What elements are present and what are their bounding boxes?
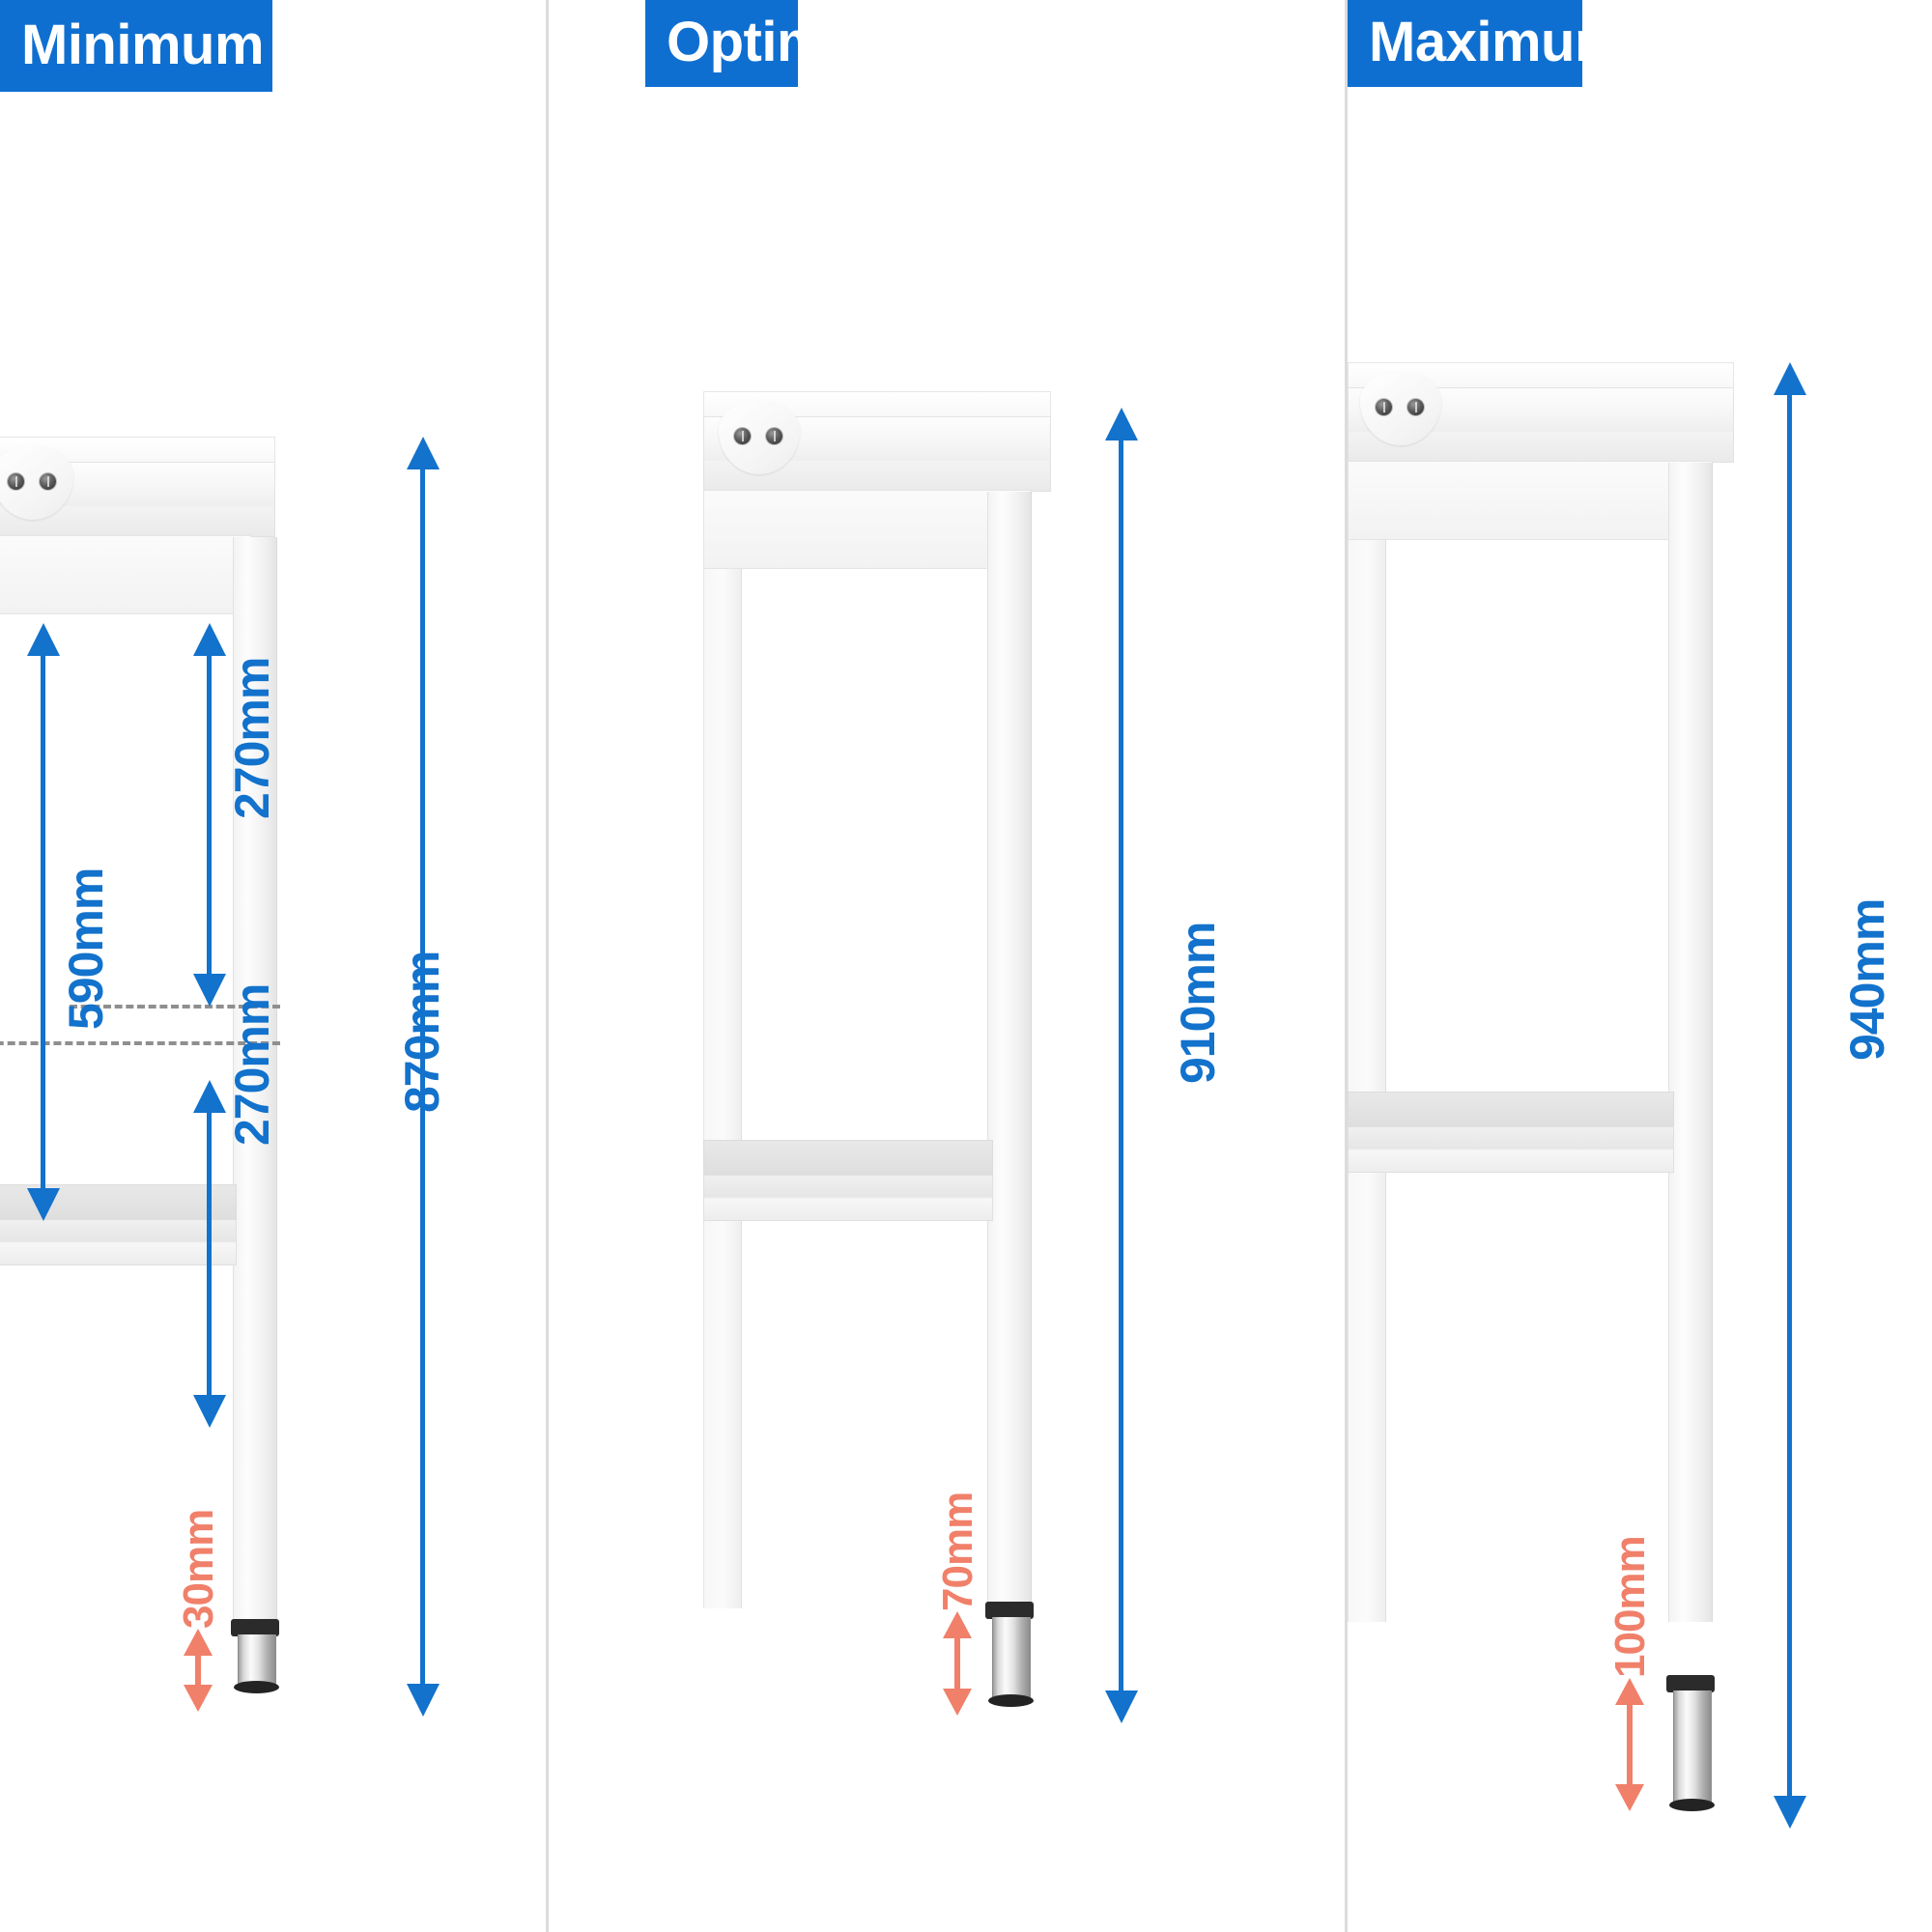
badge-minimum: Minimum <box>0 0 272 92</box>
dimension-label-940: 940mm <box>1840 898 1894 1061</box>
arrow-up-icon <box>943 1611 972 1638</box>
arrow-down-icon <box>1615 1784 1644 1811</box>
screw-head-icon <box>766 428 782 444</box>
dimension-label-870: 870mm <box>395 951 449 1113</box>
foot-base-pad <box>1669 1799 1715 1811</box>
panel-divider-1 <box>546 0 549 1932</box>
adjustable-foot-tube <box>238 1634 276 1687</box>
screw-head-icon <box>1407 399 1424 415</box>
panel-divider-2 <box>1345 0 1348 1932</box>
screw-head-icon <box>40 473 56 490</box>
badge-maximum: Maximum <box>1348 0 1625 87</box>
arrow-down-icon <box>27 1188 60 1221</box>
screw-head-icon <box>8 473 24 490</box>
arrow-down-icon <box>193 1395 226 1428</box>
table-leg-back <box>703 569 742 1608</box>
arrow-down-icon <box>184 1685 213 1712</box>
arrow-down-icon <box>407 1684 440 1717</box>
screw-head-icon <box>734 428 751 444</box>
dimension-label-910: 910mm <box>1171 922 1225 1084</box>
dimension-label-270-upper: 270mm <box>225 657 279 819</box>
arrow-down-icon <box>1774 1796 1806 1829</box>
dimension-line-870 <box>420 467 425 1689</box>
arrow-down-icon <box>943 1689 972 1716</box>
table-leg-front <box>233 537 277 1625</box>
dimension-line-100 <box>1627 1703 1633 1786</box>
badge-optimal-label: Optimal <box>667 11 872 73</box>
arrow-up-icon <box>193 623 226 656</box>
dimension-line-590 <box>41 653 45 1192</box>
lower-cross-brace <box>1348 1126 1674 1173</box>
adjustable-foot-tube <box>992 1617 1031 1700</box>
table-apron <box>1348 461 1713 540</box>
badge-minimum-label: Minimum <box>21 13 265 76</box>
lower-shelf-top <box>1348 1092 1674 1128</box>
arrow-up-icon <box>1774 362 1806 395</box>
table-apron <box>0 535 251 614</box>
foot-base-pad <box>234 1681 279 1693</box>
table-leg-front <box>987 492 1032 1608</box>
table-leg-front <box>1668 463 1713 1622</box>
dimension-label-30: 30mm <box>175 1509 222 1629</box>
reference-line-upper <box>70 1005 280 1009</box>
arrow-up-icon <box>1615 1678 1644 1705</box>
dimension-line-70 <box>954 1636 960 1690</box>
dimension-line-270-upper <box>207 653 212 978</box>
arrow-up-icon <box>27 623 60 656</box>
lower-cross-brace <box>0 1219 237 1265</box>
dimension-line-940 <box>1787 392 1792 1801</box>
foot-collar <box>1666 1675 1715 1692</box>
badge-maximum-label: Maximum <box>1369 11 1625 73</box>
arrow-up-icon <box>184 1629 213 1656</box>
dimension-line-270-lower <box>207 1110 212 1400</box>
arrow-down-icon <box>193 974 226 1007</box>
arrow-up-icon <box>193 1080 226 1113</box>
table-apron <box>703 490 1032 569</box>
screw-head-icon <box>1376 399 1392 415</box>
badge-optimal: Optimal <box>645 0 872 87</box>
foot-collar <box>985 1602 1034 1619</box>
dimension-label-100: 100mm <box>1606 1536 1654 1678</box>
mounting-bracket <box>1360 372 1441 445</box>
adjustable-foot-tube <box>1673 1690 1712 1804</box>
foot-collar <box>231 1619 279 1636</box>
arrow-up-icon <box>407 437 440 469</box>
dimension-line-910 <box>1119 438 1123 1695</box>
foot-base-pad <box>988 1694 1034 1707</box>
lower-shelf-top <box>703 1140 993 1177</box>
dimension-line-30 <box>195 1654 201 1687</box>
dimension-label-70: 70mm <box>934 1492 981 1611</box>
lower-cross-brace <box>703 1175 993 1221</box>
reference-line-lower <box>0 1041 280 1045</box>
dimension-label-270-lower: 270mm <box>225 983 279 1146</box>
arrow-up-icon <box>1105 408 1138 440</box>
arrow-down-icon <box>1105 1690 1138 1723</box>
mounting-bracket <box>719 401 800 474</box>
dimension-label-590: 590mm <box>59 867 113 1030</box>
table-leg-back <box>1348 540 1386 1622</box>
